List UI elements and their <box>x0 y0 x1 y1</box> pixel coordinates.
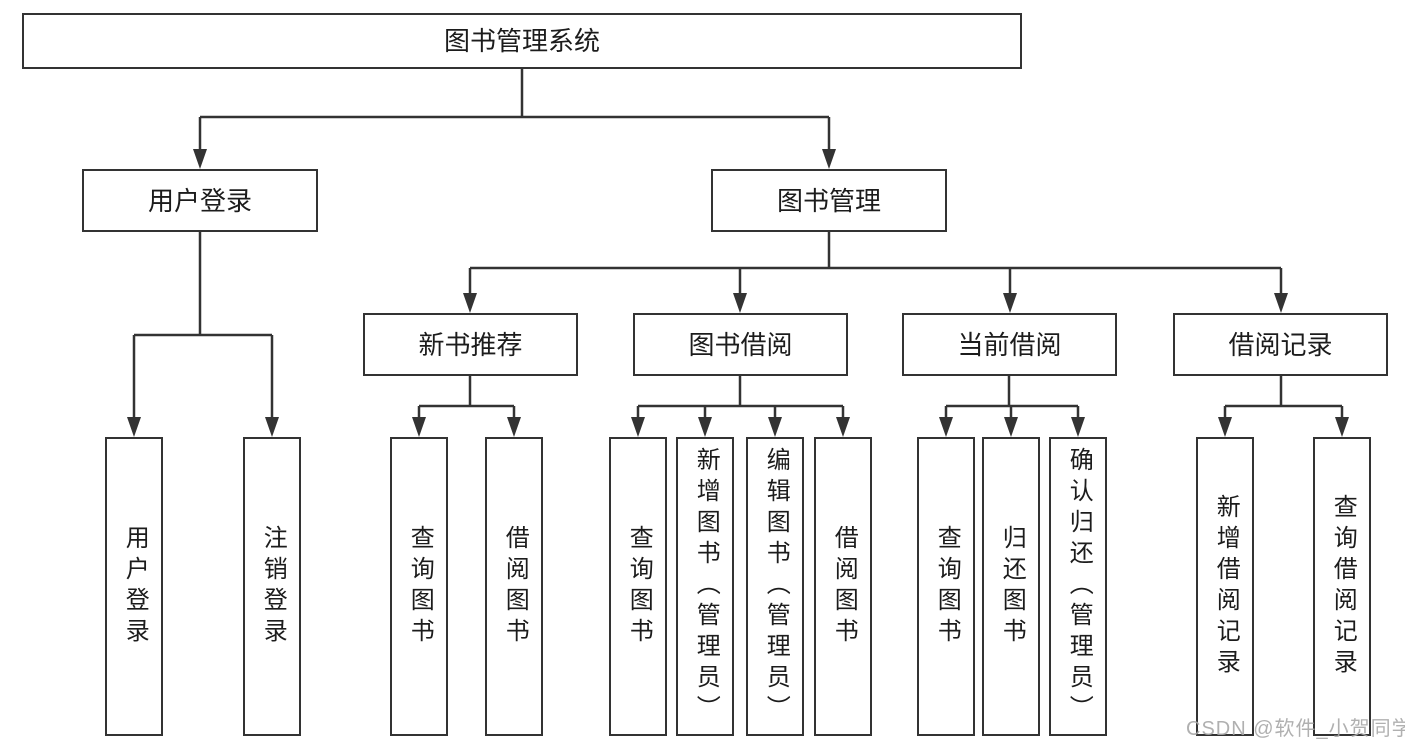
leaf-query-books-3-label: 查询图书 <box>933 524 961 649</box>
arrowhead-icon <box>733 293 747 313</box>
node-current-borrow: 当前借阅 <box>902 313 1117 376</box>
leaf-borrow-books-label: 借阅图书 <box>501 524 529 649</box>
leaf-query-books: 查询图书 <box>390 437 448 736</box>
arrowhead-icon <box>265 417 279 437</box>
node-root-system: 图书管理系统 <box>22 13 1022 69</box>
leaf-query-borrow-record: 查询借阅记录 <box>1313 437 1371 736</box>
leaf-confirm-return-admin-label: 确认归还（管理员） <box>1065 447 1093 726</box>
node-new-book-recommend: 新书推荐 <box>363 313 578 376</box>
leaf-borrow-books: 借阅图书 <box>485 437 543 736</box>
arrowhead-icon <box>836 417 850 437</box>
arrowhead-icon <box>939 417 953 437</box>
connector-book-mgmt-fork <box>468 232 1283 295</box>
arrowhead-icon <box>127 417 141 437</box>
leaf-borrow-books-2: 借阅图书 <box>814 437 872 736</box>
arrowhead-icon <box>631 417 645 437</box>
node-borrow-records-label: 借阅记录 <box>1228 329 1333 360</box>
leaf-edit-book-admin-label: 编辑图书（管理员） <box>762 447 790 726</box>
connector-book-borrow-fork <box>636 376 845 420</box>
node-user-login: 用户登录 <box>82 169 318 232</box>
arrowhead-icon <box>698 417 712 437</box>
node-root-label: 图书管理系统 <box>443 26 600 56</box>
arrowhead-icon <box>1218 417 1232 437</box>
leaf-query-books-2-label: 查询图书 <box>625 524 653 649</box>
leaf-logout: 注销登录 <box>243 437 301 736</box>
leaf-query-borrow-record-label: 查询借阅记录 <box>1329 493 1357 680</box>
leaf-borrow-books-2-label: 借阅图书 <box>830 524 858 649</box>
leaf-return-book-label: 归还图书 <box>998 524 1026 649</box>
arrowhead-icon <box>822 149 836 169</box>
node-book-borrow: 图书借阅 <box>633 313 848 376</box>
arrowhead-icon <box>1274 293 1288 313</box>
leaf-confirm-return-admin: 确认归还（管理员） <box>1049 437 1107 736</box>
connector-root-fork <box>198 69 831 151</box>
connector-user-login-fork <box>132 232 274 419</box>
leaf-user-login-label: 用户登录 <box>121 524 149 649</box>
arrowhead-icon <box>412 417 426 437</box>
leaf-user-login: 用户登录 <box>105 437 163 736</box>
arrowhead-icon <box>507 417 521 437</box>
leaf-logout-label: 注销登录 <box>259 524 287 649</box>
leaf-query-books-2: 查询图书 <box>609 437 667 736</box>
node-book-management-label: 图书管理 <box>776 185 881 216</box>
arrowhead-icon <box>193 149 207 169</box>
csdn-watermark: CSDN @软件_小贺同学 <box>1186 718 1405 740</box>
leaf-add-borrow-record-label: 新增借阅记录 <box>1212 493 1240 680</box>
node-current-borrow-label: 当前借阅 <box>957 329 1062 360</box>
node-book-borrow-label: 图书借阅 <box>688 329 793 360</box>
leaf-add-book-admin: 新增图书（管理员） <box>676 437 734 736</box>
node-new-book-recommend-label: 新书推荐 <box>418 329 523 360</box>
arrowheads <box>127 149 1349 437</box>
node-book-management: 图书管理 <box>711 169 947 232</box>
arrowhead-icon <box>1003 293 1017 313</box>
leaf-query-books-3: 查询图书 <box>917 437 975 736</box>
leaf-edit-book-admin: 编辑图书（管理员） <box>746 437 804 736</box>
leaf-query-books-label: 查询图书 <box>406 524 434 649</box>
node-user-login-label: 用户登录 <box>147 185 252 216</box>
connector-paths <box>132 69 1344 420</box>
connector-borrow-records-fork <box>1223 376 1344 420</box>
connector-current-borrow-fork <box>944 376 1080 420</box>
node-borrow-records: 借阅记录 <box>1173 313 1388 376</box>
arrowhead-icon <box>768 417 782 437</box>
arrowhead-icon <box>1335 417 1349 437</box>
leaf-return-book: 归还图书 <box>982 437 1040 736</box>
leaf-add-book-admin-label: 新增图书（管理员） <box>692 447 720 726</box>
arrowhead-icon <box>1004 417 1018 437</box>
arrowhead-icon <box>1071 417 1085 437</box>
leaf-add-borrow-record: 新增借阅记录 <box>1196 437 1254 736</box>
connector-new-book-fork <box>417 376 516 420</box>
arrowhead-icon <box>463 293 477 313</box>
